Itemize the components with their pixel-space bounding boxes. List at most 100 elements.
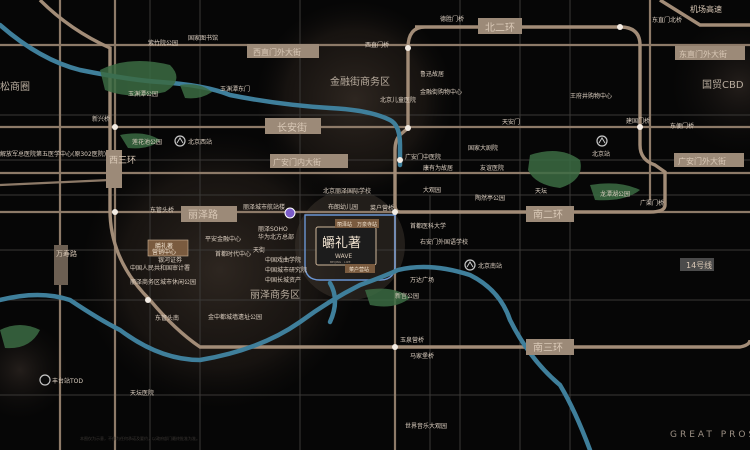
road-plates (181, 18, 745, 355)
svg-text:紫竹院公园: 紫竹院公园 (148, 39, 178, 47)
svg-text:国家大剧院: 国家大剧院 (468, 144, 498, 152)
project-road-loop (304, 214, 396, 281)
svg-text:北京儿童医院: 北京儿童医院 (380, 96, 416, 104)
lize-terminal-pin (284, 207, 296, 219)
svg-text:广安门中医院: 广安门中医院 (405, 153, 441, 161)
svg-text:中国城市研究院: 中国城市研究院 (265, 266, 307, 274)
svg-text:西三环: 西三环 (109, 155, 136, 166)
svg-text:国家图书馆: 国家图书馆 (188, 34, 218, 42)
junction-dots (112, 24, 643, 350)
svg-text:德胜门桥: 德胜门桥 (440, 15, 464, 23)
svg-text:中国人民共和国审计署: 中国人民共和国审计署 (130, 264, 190, 272)
svg-text:陶然亭公园: 陶然亭公园 (475, 194, 505, 202)
svg-text:华为北方总部: 华为北方总部 (258, 233, 294, 241)
road-airport: 机场高速 (690, 4, 722, 14)
svg-text:首都医科大学: 首都医科大学 (410, 222, 446, 230)
svg-text:丽泽SOHO: 丽泽SOHO (258, 225, 288, 233)
label-beijing-south: 北京南站 (478, 262, 502, 270)
svg-text:新宫公园: 新宫公园 (395, 292, 419, 300)
road-guanganmen-wai: 广安门外大街 (678, 156, 726, 166)
svg-text:玉渊潭公园: 玉渊潭公园 (128, 90, 158, 98)
svg-text:王府井购物中心: 王府井购物中心 (570, 92, 612, 100)
svg-text:友谊医院: 友谊医院 (480, 164, 504, 172)
svg-text:丽泽商务区城市休闲公园: 丽泽商务区城市休闲公园 (130, 278, 196, 286)
svg-text:天坛: 天坛 (535, 187, 547, 195)
beijing-south-station-icon (464, 259, 476, 271)
third-ring (38, 0, 750, 349)
road-north-2nd-ring: 北二环 (485, 22, 515, 34)
svg-text:右安门外国语学校: 右安门外国语学校 (420, 238, 468, 246)
brand-en: GREAT PROS (670, 430, 750, 440)
svg-text:玉泉营桥: 玉泉营桥 (400, 336, 424, 344)
svg-text:龙潭湖公园: 龙潭湖公园 (600, 190, 630, 198)
project-tag-left: 丽泽站 (337, 221, 352, 228)
svg-text:首都时代中心: 首都时代中心 (215, 250, 251, 258)
svg-text:北京丽泽国际学校: 北京丽泽国际学校 (323, 187, 371, 195)
project-name[interactable]: 皭礼著 (322, 235, 361, 251)
svg-text:世界音乐大观园: 世界音乐大观园 (405, 422, 447, 430)
district-finance: 金融街商务区 (330, 75, 390, 88)
label-beijing-west: 北京西站 (188, 138, 212, 146)
svg-text:解放军总医院第五医学中心(原302医院): 解放军总医院第五医学中心(原302医院) (0, 150, 106, 158)
road-dongzhimenwai: 东直门外大街 (679, 49, 727, 59)
svg-text:东管头桥: 东管头桥 (150, 206, 174, 214)
svg-text:银河证券: 银河证券 (158, 256, 182, 264)
project-tag-bottom: 菜户营站 (349, 266, 369, 273)
road-south-2nd-ring: 南二环 (533, 208, 563, 221)
district-lize: 丽泽商务区 (250, 288, 300, 301)
road-lizelu: 丽泽路 (188, 208, 218, 221)
svg-text:金融街购物中心: 金融街购物中心 (420, 88, 462, 96)
svg-text:马家堡桥: 马家堡桥 (410, 352, 434, 360)
svg-text:玉渊潭东门: 玉渊潭东门 (220, 85, 250, 93)
road-changan: 长安街 (277, 121, 307, 134)
project-tag-right: 万泉寺站 (357, 221, 377, 228)
beijing-west-station-icon (174, 135, 186, 147)
svg-text:丽泽城市航站楼: 丽泽城市航站楼 (243, 203, 285, 211)
district-songshang: 松商圈 (0, 80, 30, 93)
svg-text:金中都城墙遗址公园: 金中都城墙遗址公园 (208, 313, 262, 321)
svg-text:鲁迅故居: 鲁迅故居 (420, 70, 444, 78)
svg-text:康有为故居: 康有为故居 (423, 164, 453, 172)
svg-text:天安门: 天安门 (502, 118, 520, 126)
svg-text:万达广场: 万达广场 (410, 276, 434, 284)
svg-text:建国门桥: 建国门桥 (626, 117, 650, 125)
svg-text:菜户营桥: 菜户营桥 (370, 204, 394, 212)
svg-text:大观园: 大观园 (423, 186, 441, 194)
parks (0, 61, 640, 349)
svg-text:天街: 天街 (253, 246, 265, 254)
label-fengtai: 丰台站TOD (52, 377, 83, 385)
district-guomao: 国贸CBD (702, 79, 744, 91)
sales-center-badge (147, 239, 189, 257)
line14-tag-bg (680, 258, 714, 271)
svg-text:莲花池公园: 莲花池公园 (132, 138, 162, 146)
svg-text:东管头南: 东管头南 (155, 314, 179, 322)
project-sub: BEIJING · LIZE (330, 260, 351, 264)
svg-text:布朗幼儿园: 布朗幼儿园 (328, 203, 358, 211)
svg-text:天坛医院: 天坛医院 (130, 389, 154, 397)
svg-text:西直门桥: 西直门桥 (365, 41, 389, 49)
road-guanganmen-nei: 广安门内大街 (273, 157, 321, 167)
road-line14: 14号线 (686, 260, 712, 270)
svg-text:东便门桥: 东便门桥 (670, 122, 694, 130)
project-marker[interactable] (315, 219, 379, 273)
disclaimer: 本图仅为示意，不作为任何承诺及要约，以政府部门最终批准为准。 (80, 435, 200, 441)
road-south-3rd-ring: 南三环 (533, 341, 563, 354)
rivers (0, 22, 593, 450)
svg-text:万寿路: 万寿路 (56, 249, 77, 258)
svg-text:广渠门桥: 广渠门桥 (640, 199, 664, 207)
second-ring (393, 25, 667, 214)
svg-text:中国戏曲学院: 中国戏曲学院 (265, 256, 301, 264)
third-ring-east (659, 0, 750, 27)
road-xizhimenwai: 西直门外大街 (253, 47, 301, 57)
svg-text:中国长城资产: 中国长城资产 (265, 276, 301, 284)
road-west-3rd-ring: 西三环 (106, 150, 136, 188)
sales-line1: 皭礼著 (155, 242, 173, 250)
svg-text:东直门北桥: 东直门北桥 (652, 16, 682, 24)
beijing-station-icon (596, 135, 608, 147)
label-beijing: 北京站 (592, 150, 610, 158)
road-wanshou: 万寿路 (54, 245, 77, 285)
project-en: WAVE (335, 253, 352, 260)
svg-text:平安金融中心: 平安金融中心 (205, 235, 241, 243)
